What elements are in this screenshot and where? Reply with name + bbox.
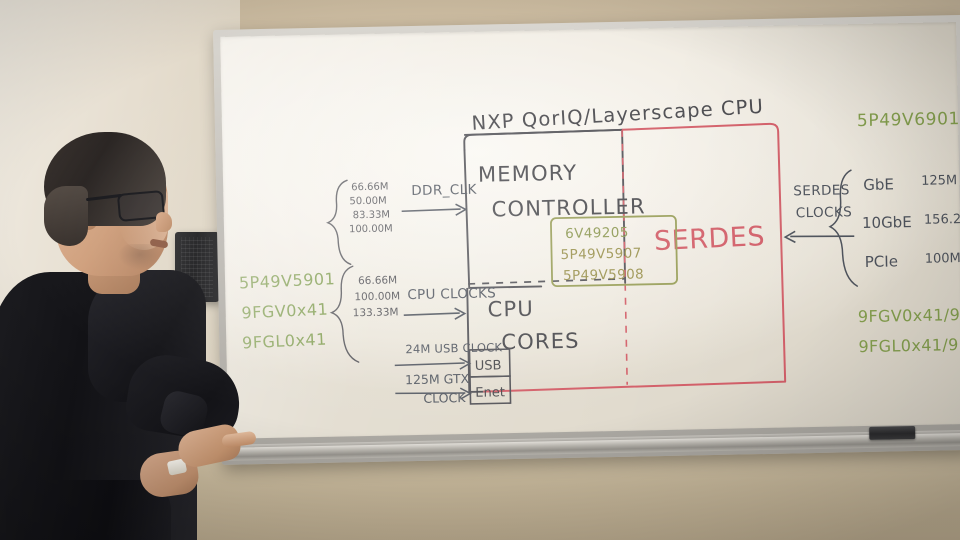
right-bottom-part-1: 9FGL0x41/9D <box>858 335 960 356</box>
cpu-clocks-arrow-label: CPU CLOCKS <box>407 285 496 303</box>
center-part-0: 6V49205 <box>565 225 629 242</box>
presenter-chin-shadow <box>118 244 162 270</box>
cpu-label-line2: CORES <box>501 329 580 355</box>
usb-clock-label: 24M USB CLOCK <box>405 340 502 356</box>
ddr-clk-arrow-label: DDR_CLK <box>411 182 478 199</box>
serdes-clocks-arrow-head <box>783 230 796 244</box>
serdes-rate-2-interface: PCIe <box>865 252 899 271</box>
serdes-label: SERDES <box>653 221 765 257</box>
ddr-freq-2: 83.33M <box>353 209 390 221</box>
gtx-clock-label-line1: 125M GTX <box>405 371 470 387</box>
presenter-lower-torso <box>6 480 171 540</box>
cpu-label-line1: CPU <box>487 297 534 322</box>
memory-controller-label-line1: MEMORY <box>478 161 578 187</box>
whiteboard-drawing: NXP QorIQ/Layerscape CPU MEMORY CONTROLL… <box>239 95 960 406</box>
presenter-nose <box>156 212 172 232</box>
gtx-clock-label-line2: CLOCK <box>423 390 466 406</box>
serdes-rate-1-freq: 156.25M <box>924 212 960 228</box>
cpu-freq-1: 100.00M <box>354 290 400 303</box>
presenter-hair-side <box>44 186 88 246</box>
center-part-1: 5P49V5907 <box>560 245 641 263</box>
whiteboard-surface: NXP QorIQ/Layerscape CPU MEMORY CONTROLL… <box>220 22 960 439</box>
right-bottom-part-0: 9FGV0x41/9D <box>858 305 960 326</box>
serdes-divider-dashed <box>621 129 629 385</box>
left-part-2: 9FGL0x41 <box>242 330 327 353</box>
left-part-0: 5P49V5901 <box>239 269 336 292</box>
ddr-freq-1: 50.00M <box>349 196 386 208</box>
serdes-rate-1-interface: 10GbE <box>862 213 912 232</box>
cpu-outline-left <box>463 149 543 289</box>
serdes-clocks-label-line2: CLOCKS <box>796 204 853 221</box>
cpu-clock-brace <box>329 265 360 363</box>
whiteboard: NXP QorIQ/Layerscape CPU MEMORY CONTROLL… <box>213 14 960 465</box>
cpu-clocks-arrow-head <box>454 307 467 320</box>
serdes-clocks-brace <box>828 169 859 287</box>
serdes-rate-0-freq: 125M <box>921 173 957 189</box>
center-part-2: 5P49V5908 <box>563 266 644 284</box>
left-part-1: 9FGV0x41 <box>241 299 329 322</box>
cpu-clocks-arrow-line <box>403 312 460 317</box>
ddr-freq-0: 66.66M <box>351 182 388 194</box>
serdes-rate-2-freq: 100M <box>925 251 960 267</box>
memory-cpu-divider-dashed <box>468 277 626 285</box>
serdes-clocks-label-line1: SERDES <box>793 182 850 199</box>
ddr-freq-3: 100.00M <box>349 223 393 235</box>
right-top-part-number: 5P49V6901 <box>857 109 960 131</box>
serdes-rate-0-interface: GbE <box>863 175 894 194</box>
cpu-freq-0: 66.66M <box>358 274 397 287</box>
serdes-clocks-arrow-line <box>790 235 855 238</box>
ddr-clk-arrow-line <box>401 208 461 213</box>
presenter <box>0 120 257 540</box>
gtx-clock-arrow-line <box>395 392 466 395</box>
cpu-outline-bottom <box>466 287 484 393</box>
center-partnumber-box <box>550 214 678 288</box>
serdes-box-red <box>483 122 787 393</box>
usb-block-label: USB <box>475 358 502 374</box>
ddr-clk-arrow-head <box>455 203 468 216</box>
usb-clock-arrow-line <box>394 362 465 367</box>
enet-block-label: Enet <box>475 385 505 401</box>
whiteboard-eraser <box>869 425 916 440</box>
cpu-outline-top <box>464 128 623 136</box>
cpu-freq-2: 133.33M <box>353 306 399 319</box>
enet-block-box <box>469 375 512 405</box>
ddr-clock-brace <box>326 179 352 265</box>
board-title: NXP QorIQ/Layerscape CPU <box>471 95 765 135</box>
